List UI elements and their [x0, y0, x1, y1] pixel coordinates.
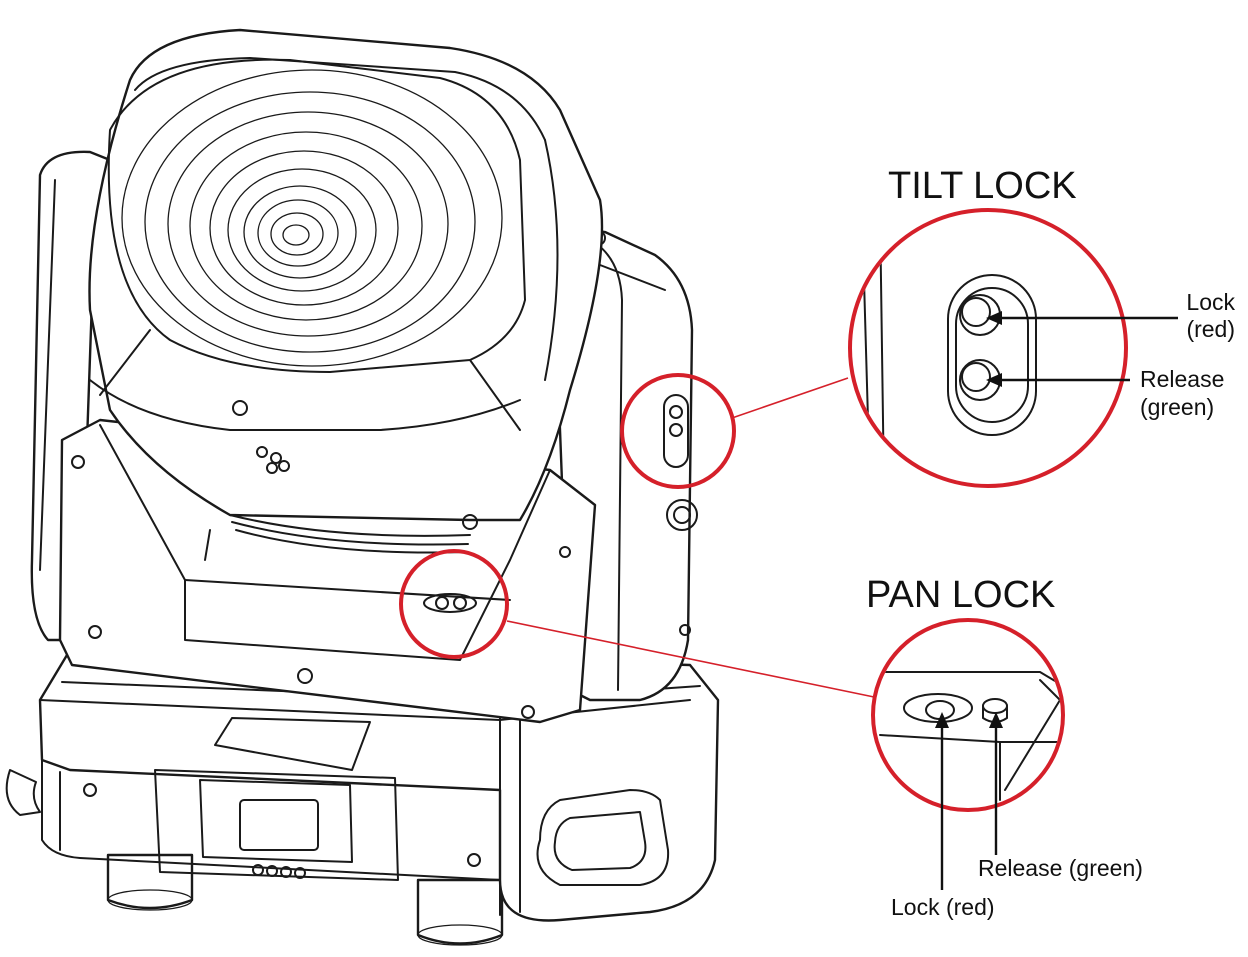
- base-handle-left: [5, 769, 41, 816]
- tilt-lock-slot-zoom: [947, 274, 1037, 436]
- fixture-head: [88, 28, 604, 554]
- pan-lock-zoom: [871, 618, 1065, 890]
- pan-lock-marker: [399, 549, 509, 659]
- connector: [666, 499, 698, 531]
- tilt-lock-marker: [620, 373, 736, 489]
- fresnel-lens: [121, 69, 503, 367]
- callout-markers: [399, 373, 875, 698]
- pan-lock-heading: PAN LOCK: [866, 574, 1055, 616]
- base-foot-middle: [416, 878, 504, 945]
- tilt-lock-zoom-circle: [848, 208, 1128, 488]
- pan-lock-buttons: [423, 593, 477, 613]
- tilt-lock-heading: TILT LOCK: [888, 165, 1077, 207]
- pan-release-label: Release (green): [978, 855, 1143, 881]
- tilt-lock-zoom: [848, 208, 1178, 488]
- base-screw: [467, 853, 481, 867]
- tilt-release-label-line2: (green): [1140, 394, 1214, 420]
- pan-lock-leader: [506, 620, 875, 698]
- menu-buttons: [252, 864, 306, 879]
- head-vents: [256, 446, 290, 474]
- tilt-lock-slot: [663, 394, 689, 468]
- tilt-lock-label-line1: Lock: [1186, 289, 1235, 315]
- tilt-lock-leader: [731, 377, 849, 419]
- display-panel: [154, 769, 399, 881]
- lcd-display: [239, 799, 319, 851]
- base-handle-right: [536, 789, 670, 886]
- pan-lock-zoom-circle: [871, 618, 1065, 812]
- head-housing: [88, 28, 604, 522]
- base-carry-slot: [214, 717, 371, 771]
- tilt-release-label-line1: Release: [1140, 366, 1224, 392]
- lens-bezel: [107, 58, 526, 373]
- tilt-lock-label-line2: (red): [1186, 316, 1235, 342]
- pan-lock-label: Lock (red): [891, 894, 995, 920]
- base-screw: [83, 783, 97, 797]
